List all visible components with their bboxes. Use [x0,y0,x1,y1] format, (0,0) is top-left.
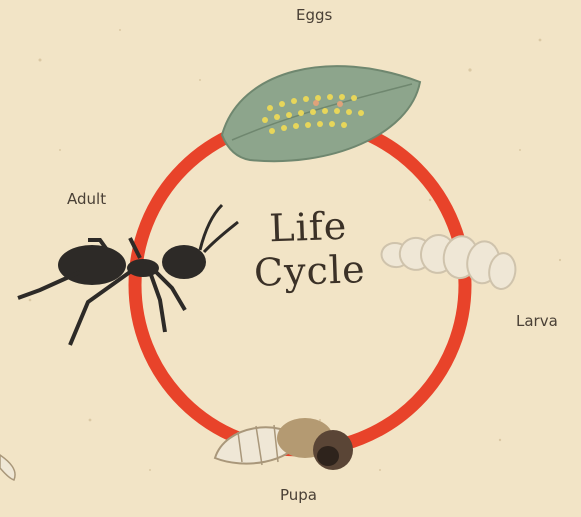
adult-ant-illustration [18,205,238,345]
stage-label-pupa: Pupa [280,486,317,504]
larva-illustration [379,225,519,290]
diagram-title: Life Cycle [243,203,376,295]
title-line-1: Life [243,203,374,252]
stage-label-adult: Adult [67,190,106,208]
pupa-illustration [215,418,353,470]
title-line-2: Cycle [244,247,375,296]
partial-leaf-decoration [0,455,15,480]
stage-label-larva: Larva [516,312,558,330]
stage-label-eggs: Eggs [296,6,332,24]
